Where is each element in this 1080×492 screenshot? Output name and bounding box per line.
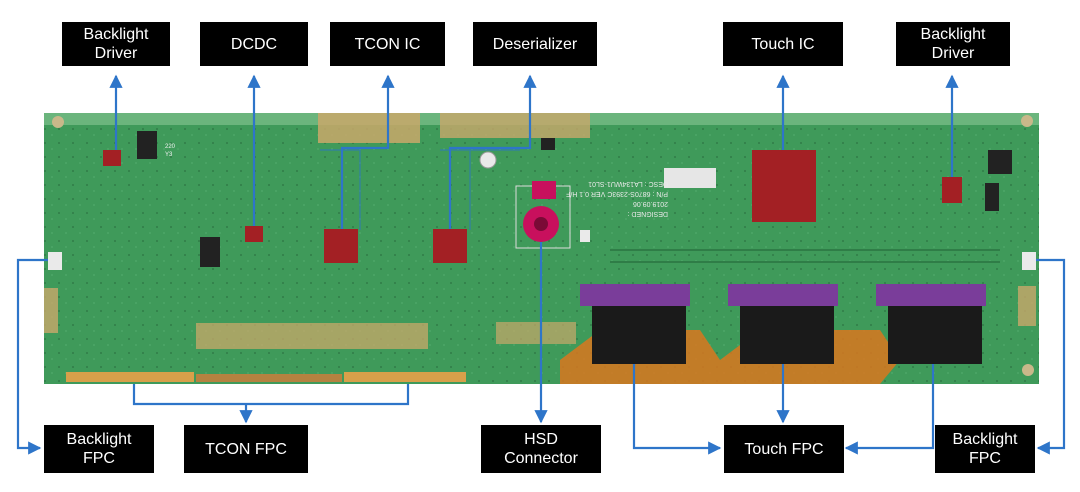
label-line: Backlight [952, 431, 1018, 448]
inductor [137, 131, 157, 159]
mounting-hole [1022, 364, 1034, 376]
tcon-fpc-contact [344, 372, 466, 382]
label-line: Backlight [83, 26, 149, 43]
label-line: FPC [968, 450, 1001, 467]
label-tcon-ic: TCON IC [330, 22, 445, 66]
label-dcdc: DCDC [200, 22, 308, 66]
inductor [988, 150, 1012, 174]
mounting-hole [52, 116, 64, 128]
label-line: Deserializer [492, 35, 578, 53]
label-touch-fpc: Touch FPC [724, 425, 844, 473]
ic-mark: Y3 [165, 152, 173, 158]
mounting-hole [1021, 115, 1033, 127]
label-touch-ic: Touch IC [723, 22, 843, 66]
tcon-fpc-contact [66, 372, 194, 382]
dcdc-chip [245, 226, 263, 242]
touch-ic-chip [752, 150, 816, 222]
label-line: Touch IC [751, 35, 815, 53]
backlight-driver-chip [103, 150, 121, 166]
board-designed: DESIGNED : [627, 210, 668, 217]
deserializer-chip [541, 138, 555, 150]
label-line: HSD [524, 431, 558, 448]
capacitor [479, 151, 497, 169]
label-hsd-connector: HSD Connector [481, 425, 601, 473]
callout-arrows [16, 74, 1066, 455]
inductor [985, 183, 999, 211]
label-line: DCDC [230, 35, 278, 53]
label-line: Driver [94, 45, 138, 62]
tcon-ic-chip-2 [433, 229, 467, 263]
board-model: DESC : LA134WU1-SL01 [588, 180, 668, 187]
label-line: Touch FPC [744, 440, 824, 458]
label-line: TCON FPC [205, 440, 287, 458]
inductor [200, 237, 220, 267]
label-line: Backlight [920, 26, 986, 43]
touch-fpc-assembly [560, 284, 986, 384]
label-line: Backlight [66, 431, 132, 448]
board-part-number: P/N : 6870S-2393C VER 0.1 H/F [566, 190, 668, 197]
ic-mark: 220 [165, 144, 176, 150]
hsd-connector-housing [532, 181, 556, 199]
label-line: FPC [82, 450, 115, 467]
sticker [664, 168, 716, 188]
tcon-ic-chip [324, 229, 358, 263]
backlight-fpc-connector-left [48, 252, 62, 270]
label-line: Connector [504, 450, 578, 467]
backlight-fpc-connector-right [1022, 252, 1036, 270]
label-tcon-fpc: TCON FPC [184, 425, 308, 473]
label-deserializer: Deserializer [473, 22, 597, 66]
label-line: Driver [931, 45, 975, 62]
backlight-driver-chip-right [942, 177, 962, 203]
board-date: 2019.09.06 [633, 200, 668, 207]
label-line: TCON IC [354, 35, 421, 53]
components: 2019.09.06 DESIGNED : P/N : 6870S-2393C … [48, 131, 1036, 384]
